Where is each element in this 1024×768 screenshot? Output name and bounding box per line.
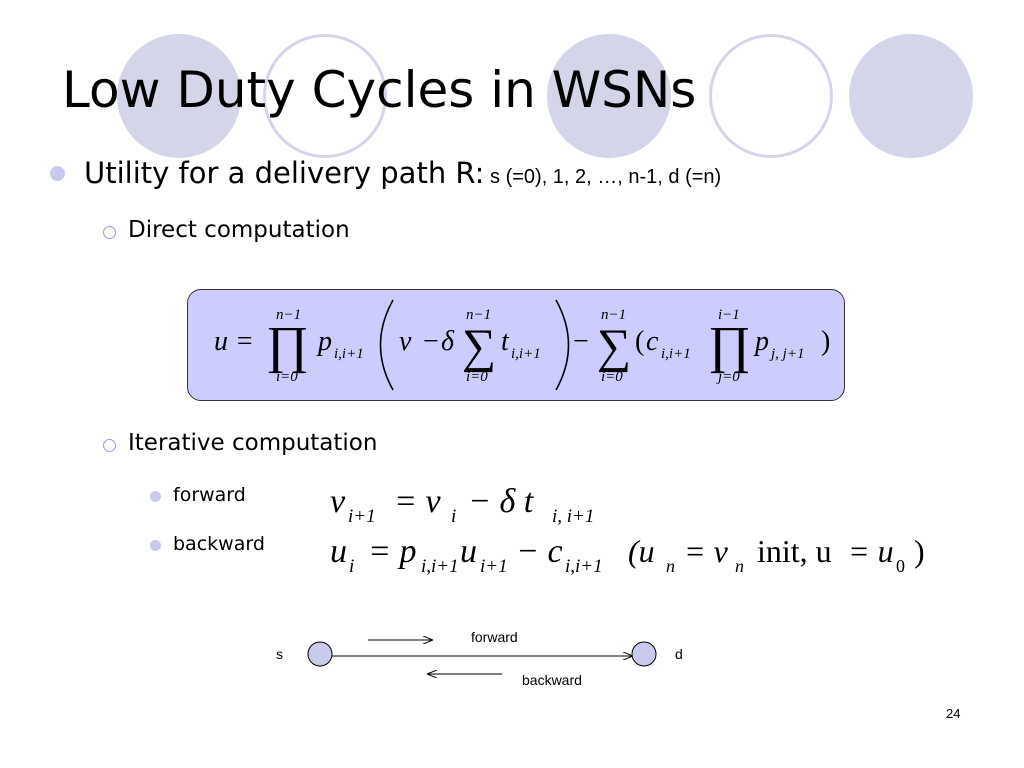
prod1-upper: n−1 bbox=[276, 307, 301, 323]
prod1-symbol: ∏ bbox=[266, 317, 309, 374]
bullet-utility: Utility for a delivery path R: s (=0), 1… bbox=[84, 156, 721, 190]
formula-lparen: ( bbox=[635, 326, 644, 357]
sum1-upper: n−1 bbox=[466, 307, 491, 323]
bw-u-sub: i bbox=[349, 556, 354, 577]
sum2-lower: i=0 bbox=[601, 369, 623, 385]
init-open-u: (u bbox=[628, 533, 655, 569]
forward-formula: v i+1 = v i − δ t i, i+1 bbox=[330, 483, 594, 527]
fw-lhs-sub: i+1 bbox=[348, 506, 376, 527]
diagram-backward-label: backward bbox=[522, 672, 582, 688]
fw-vi-sub: i bbox=[451, 506, 456, 527]
formula-delta: δ bbox=[441, 326, 455, 357]
sum2-symbol: ∑ bbox=[597, 320, 631, 373]
iterative-computation-label: Iterative computation bbox=[128, 430, 378, 456]
prod2-lower: j=0 bbox=[716, 369, 740, 385]
formula-box: u = n−1 ∏ i=0 p i,i+1 v − δ n−1 ∑ i=0 t … bbox=[187, 289, 845, 401]
prod1-lower: i=0 bbox=[276, 369, 298, 385]
diagram-source-label: s bbox=[276, 646, 283, 662]
forward-label: forward bbox=[173, 484, 246, 506]
sum2-upper: n−1 bbox=[601, 307, 626, 323]
fw-t-sub: i, i+1 bbox=[552, 506, 594, 527]
bw-u2-sub: i+1 bbox=[480, 556, 508, 577]
decor-ring-1 bbox=[263, 34, 387, 158]
formula-u-eq: u = bbox=[214, 326, 254, 357]
sub-sub-bullet-dot bbox=[150, 540, 161, 551]
init-eq-v: = v bbox=[684, 533, 729, 569]
init-n-sub: n bbox=[666, 556, 675, 576]
page-number: 24 bbox=[946, 706, 961, 721]
sub-bullet-ring bbox=[103, 439, 116, 452]
init-text: init, u bbox=[757, 533, 832, 569]
bw-eq-p: = p bbox=[368, 533, 416, 570]
bw-c-sub: i,i+1 bbox=[565, 556, 603, 577]
formula-p2-sub: j, j+1 bbox=[769, 346, 804, 362]
decor-ring-2 bbox=[709, 34, 833, 158]
bullet-dot bbox=[50, 166, 65, 181]
sum1-lower: i=0 bbox=[466, 369, 488, 385]
sub-bullet-ring bbox=[103, 226, 116, 239]
init-vn-sub: n bbox=[735, 556, 744, 576]
formula-p2: p bbox=[753, 326, 769, 357]
bw-minus-c: − c bbox=[516, 533, 563, 570]
decor-circle-3 bbox=[849, 34, 973, 158]
fw-lhs: v bbox=[330, 483, 346, 520]
diagram-forward-label: forward bbox=[471, 629, 518, 645]
formula-p1: p bbox=[316, 326, 332, 357]
bullet-utility-text: Utility for a delivery path R: bbox=[84, 156, 485, 190]
formula-c: c bbox=[646, 326, 659, 357]
path-diagram: s d forward backward bbox=[276, 629, 683, 688]
prod2-upper: i−1 bbox=[718, 307, 740, 323]
source-node bbox=[307, 641, 333, 667]
dest-node bbox=[631, 641, 657, 667]
big-paren-right bbox=[555, 299, 570, 391]
sum1-symbol: ∑ bbox=[462, 320, 496, 373]
utility-formula: u = n−1 ∏ i=0 p i,i+1 v − δ n−1 ∑ i=0 t … bbox=[214, 299, 830, 391]
prod2-symbol: ∏ bbox=[708, 317, 751, 374]
formula-rparen: ) bbox=[821, 326, 830, 357]
formula-t-sub: i,i+1 bbox=[511, 346, 541, 362]
bw-u2: u bbox=[460, 533, 477, 570]
backward-label: backward bbox=[173, 533, 265, 555]
decor-circle-2 bbox=[547, 34, 671, 158]
fw-minus-delta-t: − δ t bbox=[468, 483, 535, 520]
direct-computation-label: Direct computation bbox=[128, 217, 350, 243]
slide-title: Low Duty Cycles in WSNs bbox=[62, 61, 697, 119]
formula-c-sub: i,i+1 bbox=[661, 346, 691, 362]
fw-eq-vi: = v bbox=[394, 483, 441, 520]
backward-formula: u i = p i,i+1 u i+1 − c i,i+1 (u n = v n… bbox=[330, 533, 925, 577]
formula-t: t bbox=[501, 326, 510, 357]
init-0-sub: 0 bbox=[896, 556, 905, 576]
bw-p-sub: i,i+1 bbox=[421, 556, 459, 577]
decor-circle-1 bbox=[117, 34, 241, 158]
formula-v: v bbox=[399, 326, 412, 357]
bullet-utility-path: s (=0), 1, 2, …, n-1, d (=n) bbox=[484, 166, 722, 188]
formula-p1-sub: i,i+1 bbox=[334, 346, 364, 362]
init-eq-u0: = u bbox=[848, 533, 894, 569]
diagram-dest-label: d bbox=[675, 646, 683, 662]
init-close: ) bbox=[914, 533, 925, 569]
bw-u: u bbox=[330, 533, 347, 570]
big-paren-left bbox=[379, 299, 394, 391]
formula-minus1: − bbox=[423, 326, 439, 357]
formula-minus2: − bbox=[573, 326, 589, 357]
sub-sub-bullet-dot bbox=[150, 491, 161, 502]
